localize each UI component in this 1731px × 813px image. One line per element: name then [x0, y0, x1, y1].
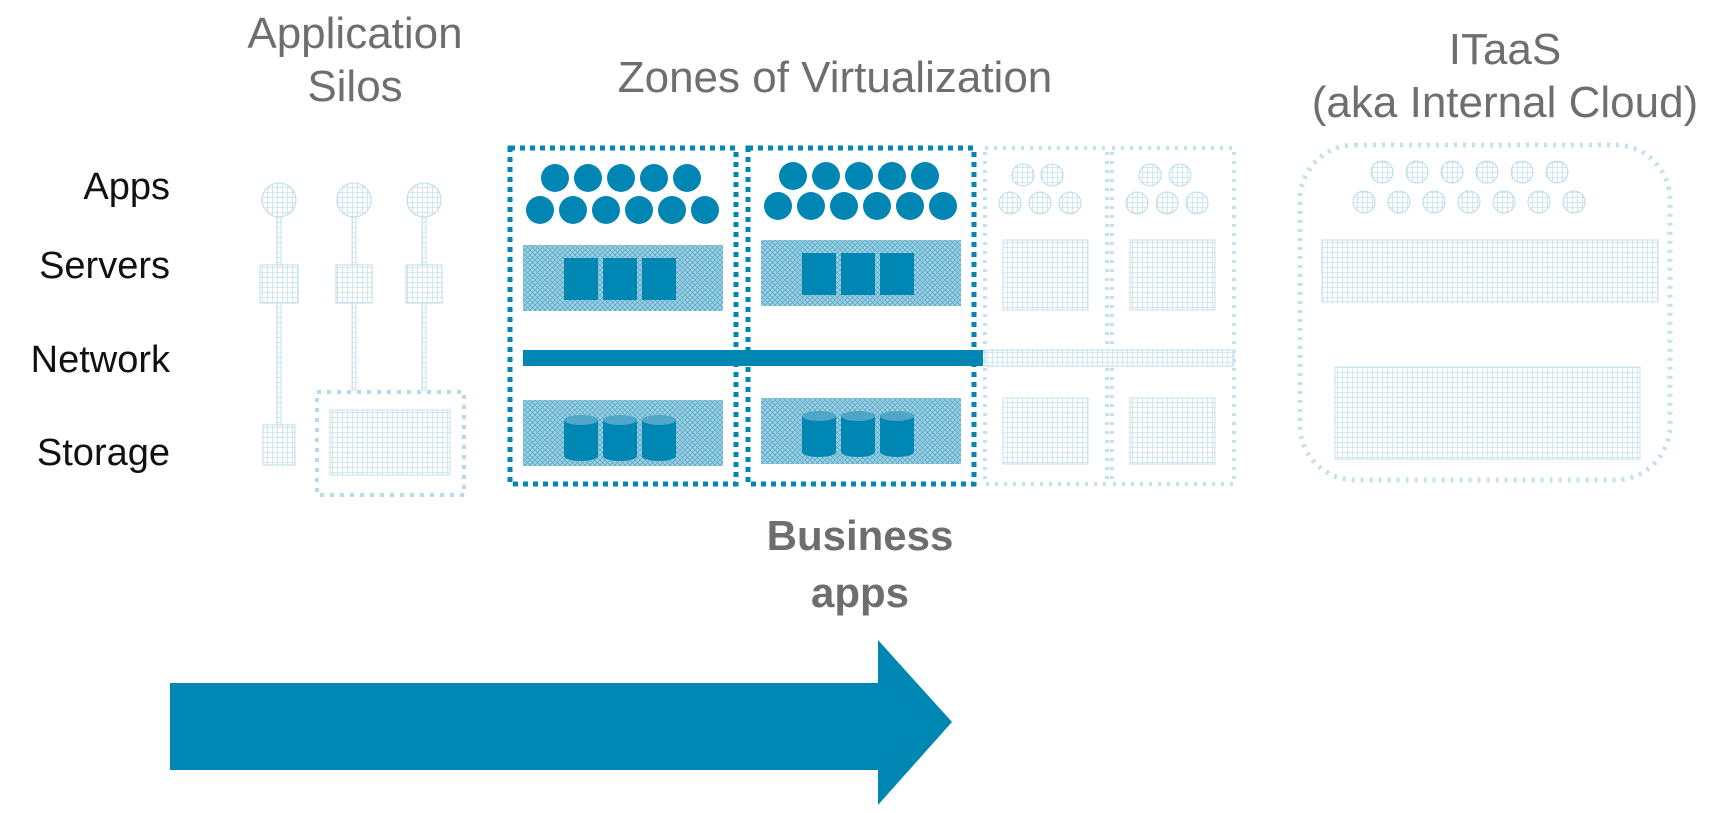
- callout-line2: apps: [810, 568, 910, 616]
- storage-cylinder-icon: [603, 415, 637, 461]
- app-circle-icon: [541, 164, 569, 192]
- storage-cylinder-icon: [880, 411, 914, 457]
- heading-itaas-line2: (aka Internal Cloud): [1311, 77, 1699, 127]
- app-circle-icon: [673, 164, 701, 192]
- row-label-storage: Storage: [36, 432, 170, 474]
- app-circle-icon: [607, 164, 635, 192]
- server-box-icon: [642, 258, 676, 300]
- app-circle-icon: [764, 192, 792, 220]
- itaas-cloud-border: [1297, 142, 1673, 483]
- storage-cylinder-icon: [642, 415, 676, 461]
- zone-2-border: [745, 145, 977, 487]
- progress-arrow-icon: [170, 640, 952, 805]
- app-circle-icon: [779, 162, 807, 190]
- application-silos-group: [259, 182, 466, 497]
- heading-silos-line1: Application: [247, 9, 463, 58]
- server-box-icon: [564, 258, 598, 300]
- app-circle-icon: [929, 192, 957, 220]
- virtualization-zone-faded: [983, 146, 1236, 486]
- virtualization-zone-2: [745, 145, 977, 487]
- row-label-servers: Servers: [39, 245, 170, 287]
- server-box-icon: [880, 253, 914, 295]
- heading-itaas-line1: ITaaS: [1448, 25, 1562, 74]
- network-bar-icon: [523, 350, 983, 366]
- row-label-apps: Apps: [83, 166, 170, 208]
- app-circle-icon: [526, 196, 554, 224]
- zone-1-app-circles: [526, 164, 719, 224]
- callout-business-apps: Business apps: [720, 508, 1000, 621]
- virtualization-zone-1: [507, 145, 739, 487]
- row-label-network: Network: [30, 339, 170, 381]
- app-circle-icon: [863, 192, 891, 220]
- callout-line1: Business: [766, 512, 954, 559]
- app-circle-icon: [658, 196, 686, 224]
- zone-1-border: [507, 145, 739, 487]
- heading-application-silos: Application Silos: [215, 8, 495, 114]
- app-circle-icon: [574, 164, 602, 192]
- server-box-icon: [603, 258, 637, 300]
- zone-2-app-circles: [764, 162, 957, 220]
- app-circle-icon: [845, 162, 873, 190]
- itaas-cloud-group: [1297, 142, 1673, 483]
- heading-itaas: ITaaS (aka Internal Cloud): [1290, 24, 1720, 130]
- app-circle-icon: [640, 164, 668, 192]
- app-circle-icon: [878, 162, 906, 190]
- silo-shared-storage: [315, 390, 466, 497]
- storage-cylinder-icon: [802, 411, 836, 457]
- app-circle-icon: [797, 192, 825, 220]
- app-circle-icon: [812, 162, 840, 190]
- silo-3: [405, 182, 443, 391]
- app-circle-icon: [625, 196, 653, 224]
- server-box-icon: [802, 253, 836, 295]
- server-box-icon: [841, 253, 875, 295]
- app-circle-icon: [896, 192, 924, 220]
- app-circle-icon: [830, 192, 858, 220]
- silo-2: [335, 182, 373, 391]
- app-circle-icon: [911, 162, 939, 190]
- heading-silos-line2: Silos: [307, 61, 403, 111]
- storage-cylinder-icon: [564, 415, 598, 461]
- heading-zones-of-virtualization: Zones of Virtualization: [617, 53, 1053, 102]
- app-circle-icon: [559, 196, 587, 224]
- app-circle-icon: [592, 196, 620, 224]
- silo-1: [259, 182, 299, 466]
- storage-cylinder-icon: [841, 411, 875, 457]
- app-circle-icon: [691, 196, 719, 224]
